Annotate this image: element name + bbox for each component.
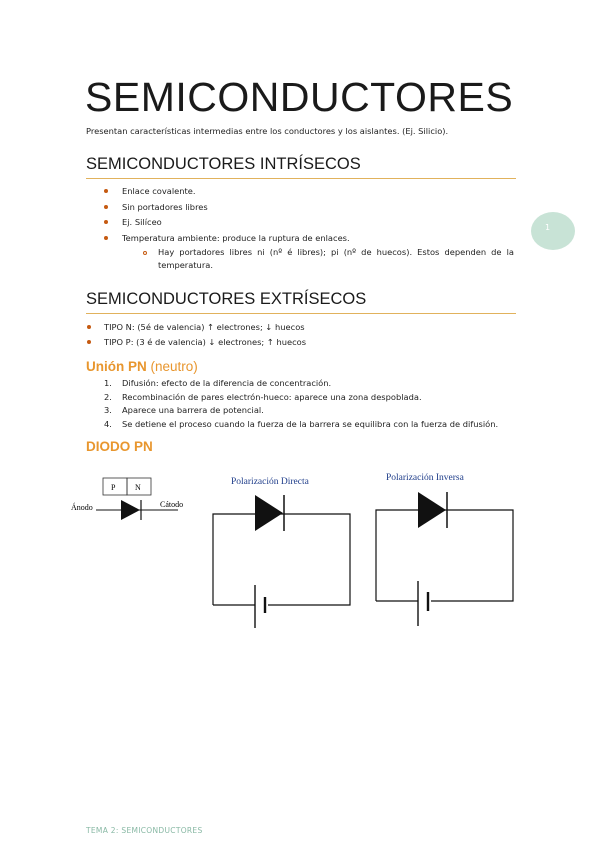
list-number: 3. [104,405,112,415]
heading-union-main: Unión PN [86,359,147,374]
diode-symbol-diagram: P N Ánodo Cátodo [71,477,183,520]
n-label: N [135,483,141,492]
list-item: TIPO P: (3 é de valencia) ↓ electrones; … [104,337,307,347]
intro-text: Presentan características intermedias en… [86,126,449,136]
page-number-badge [531,212,575,250]
page-title: SEMICONDUCTORES [85,74,514,120]
list-item: Sin portadores libres [122,202,208,212]
list-item: Ej. Silíceo [122,217,162,227]
heading-diodo-pn: DIODO PN [86,439,153,454]
directa-label: Polarización Directa [231,477,310,487]
list-item: Aparece una barrera de potencial. [122,405,264,415]
list-number: 4. [104,419,112,429]
list-item: Recombinación de pares electrón-hueco: a… [122,392,422,402]
heading-union-note: (neutro) [150,359,198,374]
bullet-icon [87,325,91,329]
heading-rule [86,313,516,314]
heading-intrinsecos: SEMICONDUCTORES INTRÍSECOS [86,155,361,173]
bullet-icon [87,340,91,344]
bullet-icon [104,189,108,193]
bullet-icon [104,205,108,209]
list-item: TIPO N: (5é de valencia) ↑ electrones; ↓… [104,322,305,332]
list-number: 1. [104,378,112,388]
polarizacion-inversa-diagram: Polarización Inversa [375,473,514,626]
sub-list-item: Hay portadores libres ni (nº é libres); … [158,247,514,270]
bullet-icon [104,236,108,240]
catodo-label: Cátodo [160,500,183,509]
sub-bullet-icon [143,251,147,255]
list-item: Difusión: efecto de la diferencia de con… [122,378,332,388]
inversa-label: Polarización Inversa [386,473,465,483]
heading-union-pn: Unión PN (neutro) [86,359,198,374]
footer-text: TEMA 2: SEMICONDUCTORES [86,826,203,835]
p-label: P [111,483,116,492]
list-item: Enlace covalente. [122,186,196,196]
list-number: 2. [104,392,112,402]
polarizacion-directa-diagram: Polarización Directa [212,477,351,628]
bullet-icon [104,220,108,224]
list-item: Temperatura ambiente: produce la ruptura… [122,233,350,243]
anodo-label: Ánodo [71,502,93,512]
heading-extrinsecos: SEMICONDUCTORES EXTRÍSECOS [86,290,367,308]
page-number: 1 [545,223,551,232]
list-item: Se detiene el proceso cuando la fuerza d… [122,419,499,429]
heading-rule [86,178,516,179]
